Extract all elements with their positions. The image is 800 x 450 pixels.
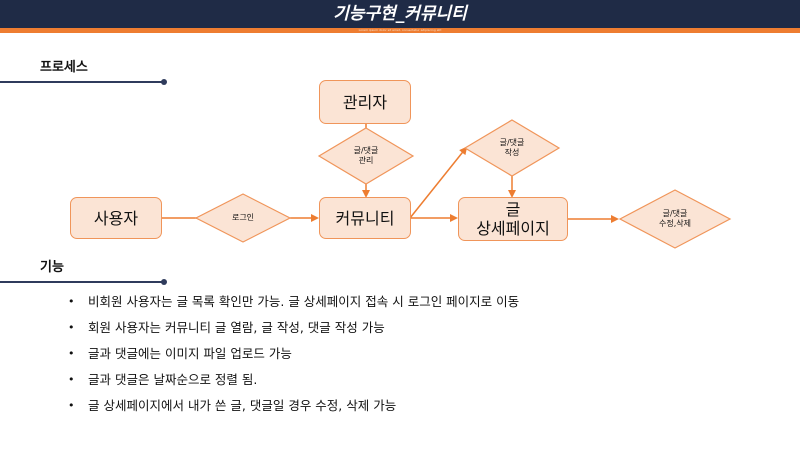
write-decision-label: 글/댓글 작성	[499, 138, 525, 157]
list-item: 글과 댓글에는 이미지 파일 업로드 가능	[66, 344, 519, 370]
list-item: 회원 사용자는 커뮤니티 글 열람, 글 작성, 댓글 작성 가능	[66, 318, 519, 344]
arrow-community-to-write	[409, 146, 468, 219]
features-heading-underline	[0, 281, 164, 283]
page-title: 기능구현_커뮤니티	[333, 4, 467, 24]
feature-list: 비회원 사용자는 글 목록 확인만 가능. 글 상세페이지 접속 시 로그인 페…	[66, 292, 519, 422]
list-item: 글 상세페이지에서 내가 쓴 글, 댓글일 경우 수정, 삭제 가능	[66, 396, 519, 422]
user-node: 사용자	[70, 197, 162, 239]
manage-decision-shape	[317, 127, 415, 185]
process-heading-underline	[0, 81, 164, 83]
edit-delete-decision-label: 글/댓글 수정,삭제	[659, 209, 691, 228]
write-decision-shape	[463, 119, 561, 177]
process-heading: 프로세스	[40, 60, 88, 75]
list-item: 글과 댓글은 날짜순으로 정렬 됨.	[66, 370, 519, 396]
page-subtitle: Lorem ipsum dolor sit amet, consectetur …	[358, 28, 442, 32]
accent-strip	[0, 28, 800, 33]
login-decision-label: 로그인	[231, 213, 255, 222]
manage-decision-label: 글/댓글 관리	[353, 146, 379, 165]
login-decision-shape	[194, 193, 292, 243]
features-heading-dot	[161, 279, 167, 285]
title-bar	[0, 0, 800, 28]
list-item: 비회원 사용자는 글 목록 확인만 가능. 글 상세페이지 접속 시 로그인 페…	[66, 292, 519, 318]
features-heading: 기능	[40, 260, 64, 275]
community-node: 커뮤니티	[319, 197, 411, 239]
edit-delete-decision-shape	[618, 189, 732, 249]
post-detail-node: 글 상세페이지	[458, 197, 568, 241]
admin-node: 관리자	[319, 80, 411, 124]
process-heading-dot	[161, 79, 167, 85]
